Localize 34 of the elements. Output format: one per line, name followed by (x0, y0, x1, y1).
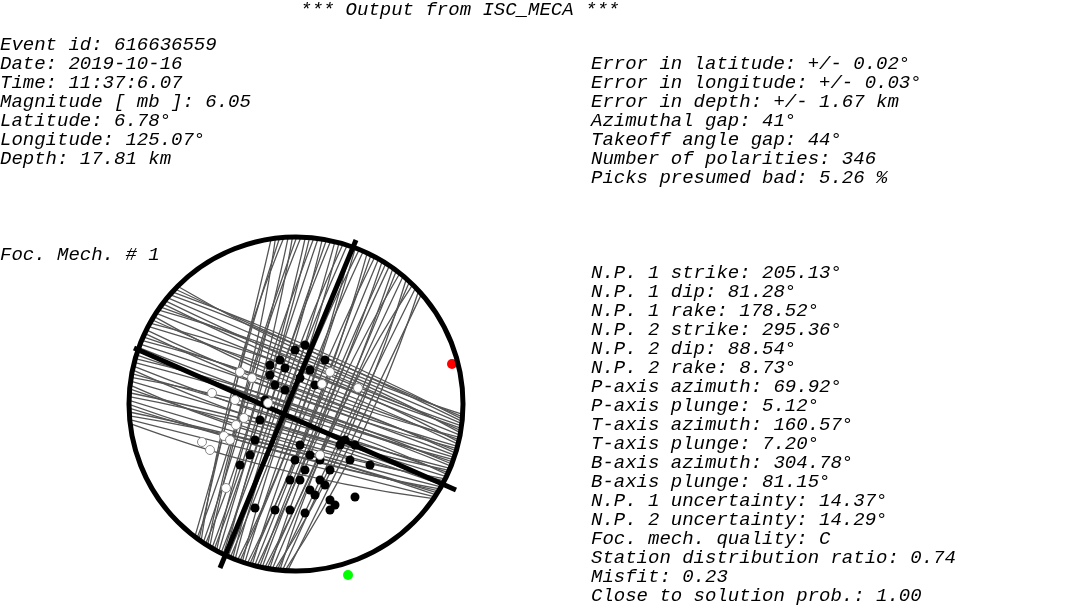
parameter-line: N.P. 2 dip: 88.54° (591, 340, 797, 359)
parameter-line: Time: 11:37:6.07 (0, 74, 183, 93)
page-title: *** Output from ISC_MECA *** (300, 1, 620, 20)
parameter-line: Magnitude [ mb ]: 6.05 (0, 93, 251, 112)
parameter-line: Picks presumed bad: 5.26 % (591, 169, 888, 188)
parameter-line: Error in depth: +/- 1.67 km (591, 93, 899, 112)
parameter-line: Station distribution ratio: 0.74 (591, 549, 956, 568)
parameter-line: N.P. 1 rake: 178.52° (591, 302, 820, 321)
parameter-line: T-axis azimuth: 160.57° (591, 416, 854, 435)
parameter-line: Latitude: 6.78° (0, 112, 172, 131)
parameter-line: B-axis plunge: 81.15° (591, 473, 831, 492)
parameter-line: Event id: 616636559 (0, 36, 217, 55)
parameter-line: N.P. 1 dip: 81.28° (591, 283, 797, 302)
parameter-line: T-axis plunge: 7.20° (591, 435, 820, 454)
parameter-line: Depth: 17.81 km (0, 150, 172, 169)
parameter-line: N.P. 2 rake: 8.73° (591, 359, 797, 378)
parameter-line: P-axis azimuth: 69.92° (591, 378, 842, 397)
parameter-line: N.P. 1 uncertainty: 14.37° (591, 492, 888, 511)
parameter-line: N.P. 1 strike: 205.13° (591, 264, 842, 283)
parameter-line: B-axis azimuth: 304.78° (591, 454, 854, 473)
parameter-line: N.P. 2 uncertainty: 14.29° (591, 511, 888, 530)
parameter-line: Takeoff angle gap: 44° (591, 131, 842, 150)
parameter-line: Error in latitude: +/- 0.02° (591, 55, 911, 74)
parameter-line: Misfit: 0.23 (591, 568, 728, 587)
parameter-line: Azimuthal gap: 41° (591, 112, 797, 131)
parameter-line: Close to solution prob.: 1.00 (591, 587, 922, 606)
parameter-line: P-axis plunge: 5.12° (591, 397, 820, 416)
parameter-line: Date: 2019-10-16 (0, 55, 183, 74)
parameter-line: N.P. 2 strike: 295.36° (591, 321, 842, 340)
parameter-line: Error in longitude: +/- 0.03° (591, 74, 922, 93)
parameter-line: Foc. mech. quality: C (591, 530, 831, 549)
parameter-line: Longitude: 125.07° (0, 131, 206, 150)
parameter-line: Number of polarities: 346 (591, 150, 877, 169)
mechanism-heading: Foc. Mech. # 1 (0, 246, 160, 265)
